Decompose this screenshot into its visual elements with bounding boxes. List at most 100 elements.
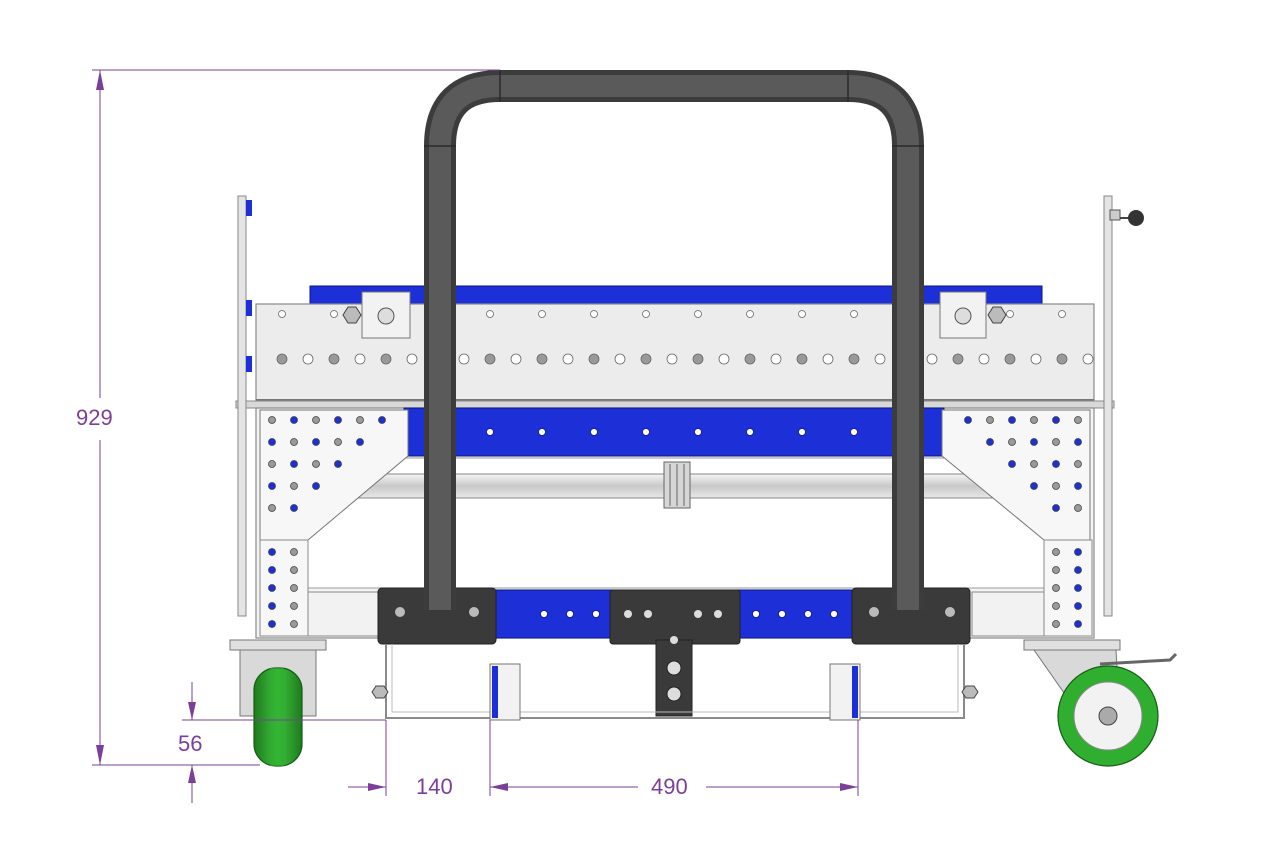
hole [666, 353, 678, 365]
hole [1074, 548, 1082, 556]
hole [334, 438, 342, 446]
hole [334, 460, 342, 468]
hole [1052, 482, 1060, 490]
hole [744, 353, 756, 365]
hole [334, 416, 342, 424]
height-arrow-top [96, 70, 104, 90]
hole [692, 353, 704, 365]
hole [406, 353, 418, 365]
hole [850, 428, 858, 436]
hole [952, 353, 964, 365]
hole [536, 353, 548, 365]
right-side-post [1103, 195, 1132, 617]
hole [380, 353, 392, 365]
hole [540, 610, 548, 618]
hole [590, 310, 598, 318]
hole [614, 353, 626, 365]
hole [642, 428, 650, 436]
hole [268, 548, 276, 556]
hole [1052, 548, 1060, 556]
hole [268, 602, 276, 610]
right-hex-nut [987, 306, 1007, 324]
hole [752, 610, 760, 618]
hole [268, 416, 276, 424]
top-panel-holes-row2 [276, 353, 1094, 365]
hole [640, 353, 652, 365]
hole [694, 310, 702, 318]
right-gusset-holes [964, 416, 1082, 512]
hole [746, 428, 754, 436]
hole [278, 310, 286, 318]
clearance-arrow-bottom [188, 765, 196, 783]
hole [302, 353, 314, 365]
hole [1008, 460, 1016, 468]
width-arrow-right [840, 783, 858, 791]
hole [830, 610, 838, 618]
hole [486, 310, 494, 318]
hole [290, 566, 298, 574]
hole [356, 438, 364, 446]
hole [804, 610, 812, 618]
hole [312, 438, 320, 446]
hole [268, 584, 276, 592]
dimension-lines [92, 69, 859, 803]
left-column-panel [259, 539, 309, 637]
hole [268, 504, 276, 512]
hole [268, 482, 276, 490]
hole [458, 353, 470, 365]
hole [510, 353, 522, 365]
clearance-arrow-top [188, 702, 196, 720]
hole [290, 620, 298, 628]
hole [312, 416, 320, 424]
hole [328, 353, 340, 365]
hole [268, 620, 276, 628]
dim-label-height: 929 [76, 405, 113, 430]
lower-beam-holes [540, 610, 838, 618]
hole [778, 610, 786, 618]
height-arrow-bottom [96, 745, 104, 765]
hole [1052, 584, 1060, 592]
lower-right-plate [971, 591, 1045, 637]
hole [1052, 620, 1060, 628]
right-caster [1023, 639, 1178, 767]
hole [538, 310, 546, 318]
hole [798, 310, 806, 318]
brake-knob [1128, 210, 1144, 226]
hole [1030, 438, 1038, 446]
hole [1058, 310, 1066, 318]
skid-outline [385, 644, 965, 719]
hole [642, 310, 650, 318]
hole [1056, 353, 1068, 365]
hole [978, 353, 990, 365]
hole [874, 353, 886, 365]
hole [1004, 353, 1016, 365]
hole [290, 460, 298, 468]
hole [290, 548, 298, 556]
right-column-panel [1043, 539, 1093, 637]
left-side-post [237, 195, 252, 617]
hole [354, 353, 366, 365]
hole [486, 428, 494, 436]
hole [1052, 566, 1060, 574]
hole [798, 428, 806, 436]
hole [1074, 438, 1082, 446]
hole [588, 353, 600, 365]
hole [356, 416, 364, 424]
hole [290, 416, 298, 424]
hole [562, 353, 574, 365]
hole [770, 353, 782, 365]
left-hex-nut [342, 306, 362, 324]
hole [746, 310, 754, 318]
hole [1008, 416, 1016, 424]
hole [290, 438, 298, 446]
middle-frame [255, 407, 1095, 717]
hole [1074, 584, 1082, 592]
hole [1052, 460, 1060, 468]
hole [290, 584, 298, 592]
hole [312, 460, 320, 468]
bottom-skid [371, 644, 979, 721]
hole [312, 482, 320, 490]
hole [1074, 460, 1082, 468]
dim-label-clearance: 56 [178, 731, 203, 756]
